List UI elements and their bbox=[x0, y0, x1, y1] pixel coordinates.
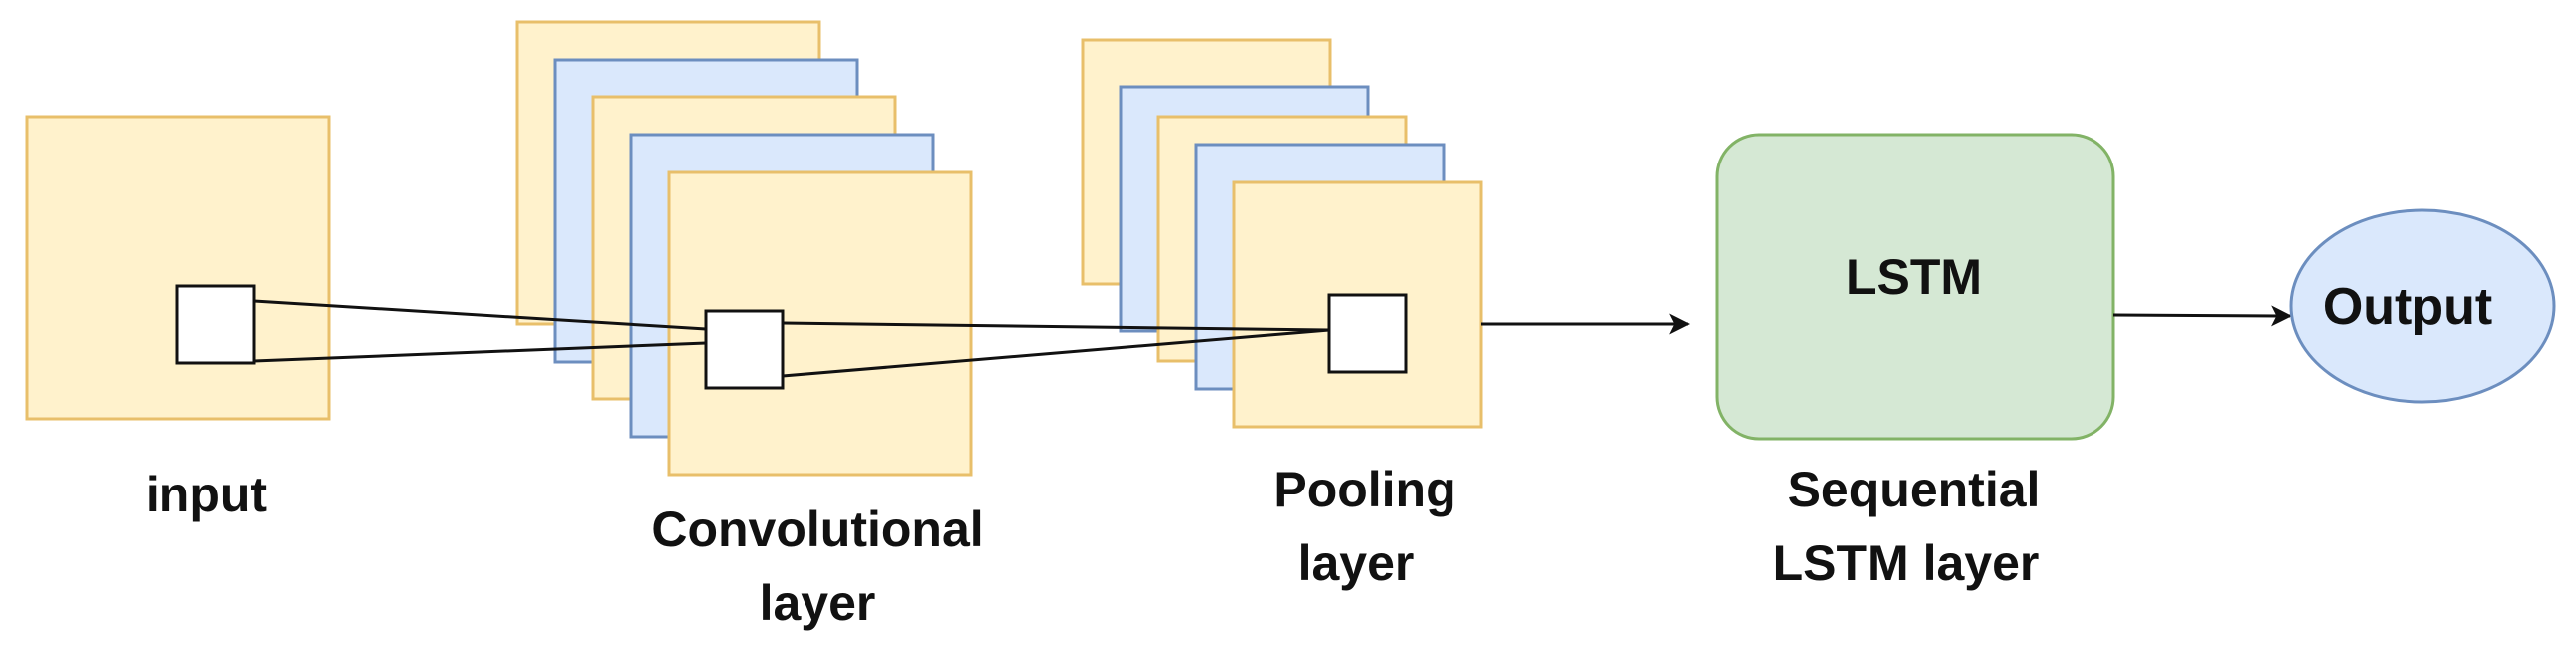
seq-caption-line2: LSTM layer bbox=[1773, 535, 2040, 591]
input-kernel-box bbox=[175, 284, 256, 365]
seq-caption-line1: Sequential bbox=[1788, 462, 2041, 517]
pool-kernel-box bbox=[1327, 293, 1408, 374]
input-map bbox=[25, 115, 331, 421]
lstm-label: LSTM bbox=[1846, 249, 1982, 305]
conv-caption-line2: layer bbox=[760, 575, 876, 631]
input-caption: input bbox=[146, 467, 268, 522]
lstm-block bbox=[1715, 133, 2115, 441]
output-label: Output bbox=[2323, 278, 2492, 336]
lstm-to-output-arrow bbox=[2112, 305, 2293, 327]
conv-caption-line1: Convolutional bbox=[651, 501, 983, 557]
connection-lines bbox=[253, 299, 1330, 378]
pool-caption-line2: layer bbox=[1298, 535, 1415, 591]
conv-kernel-box bbox=[704, 309, 785, 390]
pool-caption-line1: Pooling bbox=[1273, 462, 1455, 517]
output-node bbox=[2289, 208, 2556, 404]
